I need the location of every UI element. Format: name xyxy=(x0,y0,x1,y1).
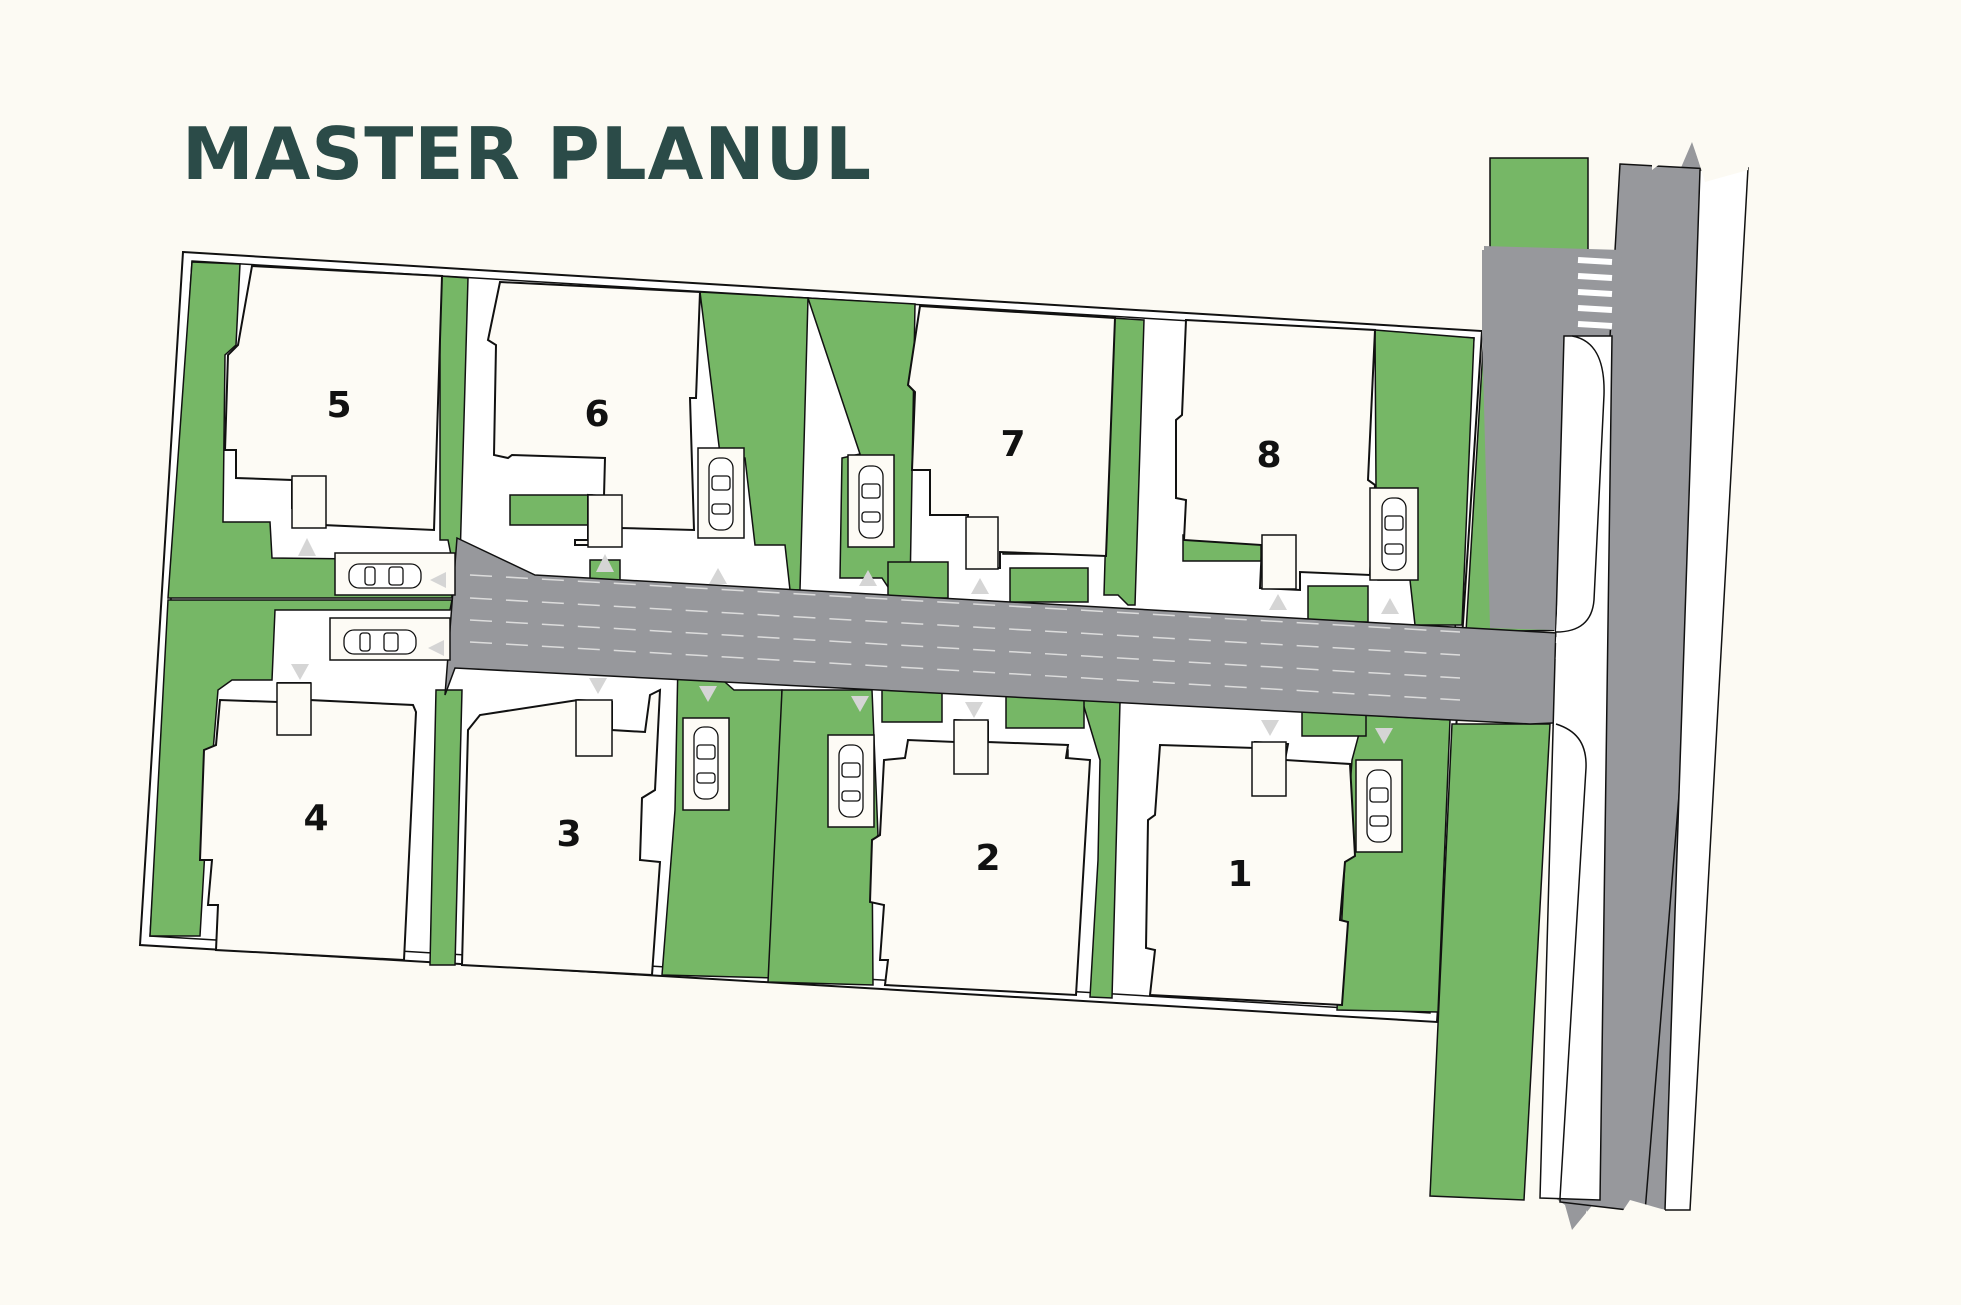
building-3 xyxy=(460,688,662,977)
lot-label-4[interactable]: 4 xyxy=(303,798,328,839)
buildings xyxy=(198,264,1377,1007)
lot-label-8[interactable]: 8 xyxy=(1256,435,1281,476)
page-title: MASTER PLANUL xyxy=(182,112,873,196)
building-4 xyxy=(198,682,418,962)
entry-arrows xyxy=(291,538,1399,744)
car-icons xyxy=(343,457,1407,843)
road xyxy=(444,118,1749,1260)
building-7 xyxy=(906,304,1117,569)
lot-label-7[interactable]: 7 xyxy=(1000,424,1025,465)
lot-label-2[interactable]: 2 xyxy=(975,838,1000,879)
building-1 xyxy=(1144,740,1357,1007)
building-2 xyxy=(868,718,1092,997)
lot-label-6[interactable]: 6 xyxy=(584,394,609,435)
lot-label-1[interactable]: 1 xyxy=(1227,854,1252,895)
lot-label-3[interactable]: 3 xyxy=(556,814,581,855)
lot-label-5[interactable]: 5 xyxy=(326,385,351,426)
building-8 xyxy=(1175,318,1377,592)
